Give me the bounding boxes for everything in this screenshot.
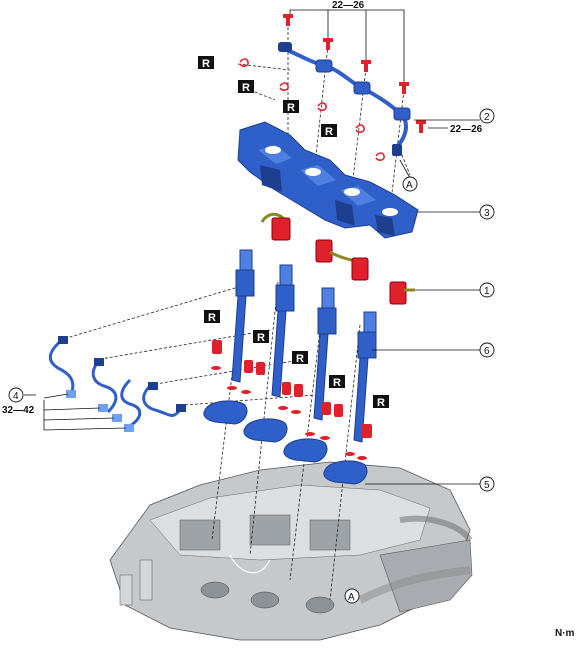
clip-icon [355, 124, 365, 133]
injector-connectors [260, 212, 415, 305]
retaining-clips [239, 58, 385, 161]
svg-text:A: A [406, 180, 413, 191]
svg-text:R: R [296, 353, 304, 365]
svg-text:1: 1 [484, 286, 490, 297]
svg-text:R: R [257, 332, 265, 344]
bolt-icon [361, 60, 371, 72]
svg-text:4: 4 [13, 391, 19, 402]
bolt-icon [399, 82, 409, 94]
svg-text:R: R [202, 58, 210, 70]
callout-5: 5 [479, 476, 495, 492]
svg-text:R: R [208, 312, 216, 324]
replace-badge: R [283, 100, 299, 114]
torque-leader-left [43, 393, 127, 431]
callout-leaders [24, 119, 480, 485]
torque-value-left: 32—42 [2, 405, 35, 416]
svg-text:R: R [325, 126, 333, 138]
svg-text:R: R [377, 397, 385, 409]
clip-icon [239, 58, 249, 67]
injector [271, 264, 295, 398]
svg-text:R: R [242, 82, 250, 94]
bolt-icon [416, 120, 426, 133]
svg-text:R: R [333, 377, 341, 389]
injector [313, 287, 337, 421]
svg-text:A: A [348, 592, 355, 603]
callout-2: 2 [479, 108, 495, 124]
replace-badge: R [204, 310, 220, 324]
replace-badge: R [292, 351, 308, 365]
svg-text:R: R [287, 102, 295, 114]
pipe-bolts [283, 14, 426, 133]
fuel-injectors [231, 249, 377, 443]
replace-badge: R [253, 330, 269, 344]
torque-leader-top [289, 9, 448, 129]
replace-badge: R [373, 395, 389, 409]
svg-text:3: 3 [484, 208, 490, 219]
connector-icon [315, 239, 369, 281]
engine-cylinder-head [109, 461, 473, 641]
connector-icon [389, 281, 415, 305]
replace-badge: R [198, 56, 214, 70]
callout-3: 3 [479, 204, 495, 220]
clip-icon [317, 102, 327, 111]
callout-1: 1 [479, 282, 495, 298]
callout-a-top: A [402, 176, 418, 192]
replace-marks: R R R R R R R R R [198, 56, 389, 409]
injection-pipes [48, 336, 186, 432]
svg-text:6: 6 [484, 346, 490, 357]
svg-text:5: 5 [484, 480, 490, 491]
bolt-icon [283, 14, 293, 26]
injector-seals [211, 340, 372, 460]
torque-value-right: 22—26 [450, 124, 483, 135]
unit-label: N·m [555, 628, 575, 639]
connector-icon [260, 212, 291, 241]
replace-badge: R [321, 124, 337, 138]
callout-a-bottom: A [344, 588, 360, 604]
svg-text:2: 2 [484, 112, 490, 123]
callout-6: 6 [479, 342, 495, 358]
bolt-icon [323, 38, 333, 50]
injector [353, 311, 377, 443]
injector [231, 249, 255, 383]
torque-value-top: 22—26 [332, 0, 365, 11]
injector-clamps [203, 400, 368, 485]
replace-badge: R [238, 80, 254, 94]
clip-icon [375, 152, 385, 161]
clip-icon [279, 82, 289, 91]
replace-badge: R [329, 375, 345, 389]
callout-4: 4 [8, 387, 24, 403]
injector-cover [237, 121, 419, 239]
fuel-distribution-pipe [278, 42, 411, 156]
